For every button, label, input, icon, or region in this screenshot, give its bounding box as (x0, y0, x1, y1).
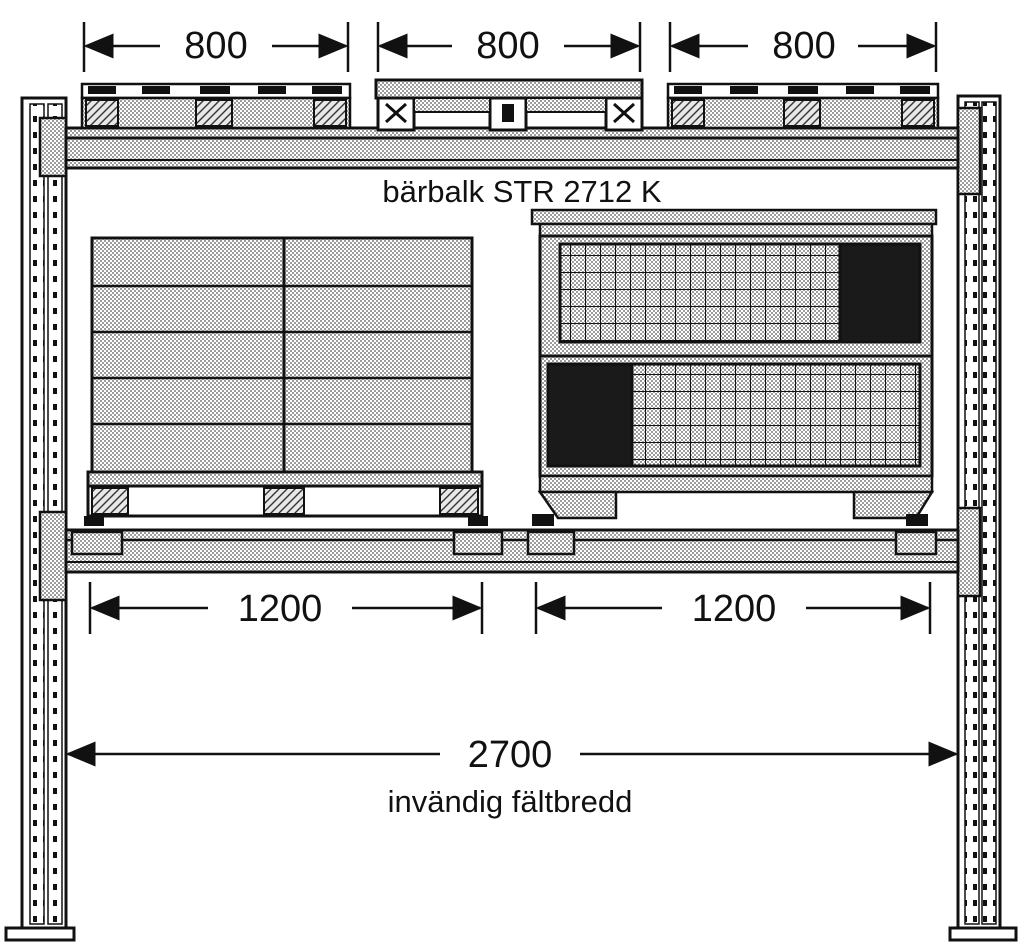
dimension-label-bottom-2: 1200 (692, 588, 777, 630)
lower-beam (64, 528, 960, 574)
span-caption: invändig fältbredd (388, 784, 633, 819)
dimension-label-span: 2700 (468, 734, 553, 776)
dimension-span: 2700 (65, 734, 959, 776)
top-pallet-right (666, 82, 940, 130)
upper-beam (64, 126, 960, 170)
beam-caption: bärbalk STR 2712 K (382, 174, 661, 209)
dimension-label-bottom-1: 1200 (238, 588, 323, 630)
left-upright (4, 96, 76, 942)
dimension-top-1: 800 (82, 22, 350, 72)
mesh-box-pallet (530, 208, 938, 526)
beam-support-blocks (70, 530, 938, 556)
dimension-bottom-1: 1200 (88, 582, 484, 634)
carton-pallet (84, 236, 488, 526)
top-pallet-left (80, 82, 352, 130)
dimension-label-top-3: 800 (772, 25, 835, 67)
dimension-label-top-2: 800 (476, 25, 539, 67)
dimension-top-2: 800 (376, 22, 642, 72)
top-pallet-middle (374, 78, 644, 132)
dimension-bottom-2: 1200 (534, 582, 932, 634)
right-upright (948, 94, 1018, 942)
dimension-label-top-1: 800 (184, 25, 247, 67)
dimension-top-3: 800 (668, 22, 938, 72)
